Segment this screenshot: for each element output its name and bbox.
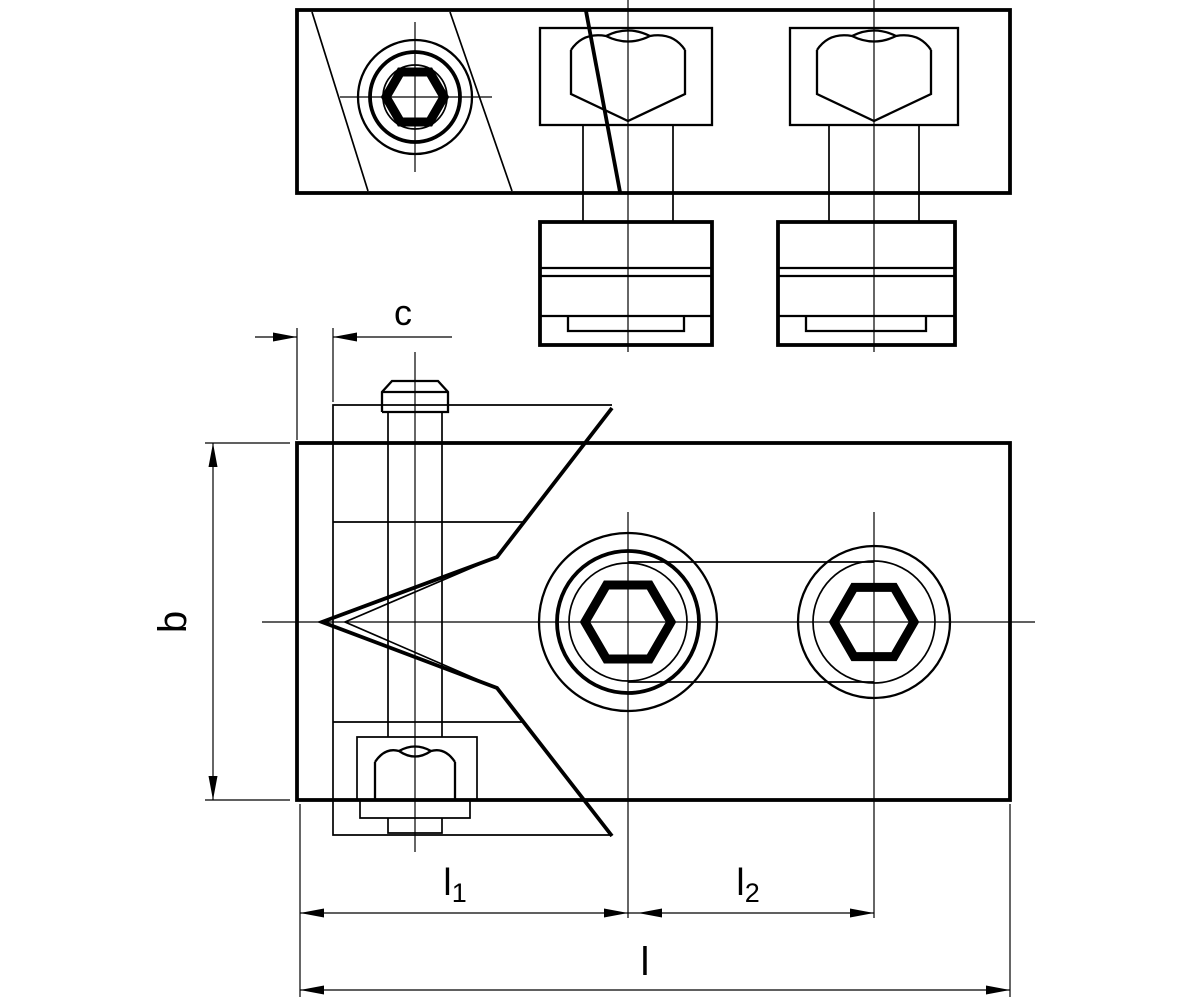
bolt-shank-lines <box>828 125 920 222</box>
t-nut-detail-lines <box>540 266 712 333</box>
dimension-label-b: b <box>151 611 195 633</box>
v-groove-edges <box>316 406 614 838</box>
hex-bolt-recess-left <box>538 26 714 222</box>
dimension-label-c: c <box>394 292 412 333</box>
stud-head <box>380 379 450 414</box>
screw-centerlines <box>340 22 492 172</box>
arrowhead <box>208 443 218 467</box>
hex-socket-icon-left <box>579 580 677 664</box>
front-view <box>295 379 1012 838</box>
dimension-b-lines <box>205 442 290 801</box>
dimension-l2: l2 <box>628 862 874 918</box>
dimension-l1-lines <box>299 804 628 997</box>
t-slot-nut-right <box>776 220 957 347</box>
arrowhead <box>604 908 628 918</box>
clamp-slanted-edge <box>584 10 622 193</box>
dimension-b: b <box>151 442 290 801</box>
bolt-shank-lines <box>582 125 674 222</box>
slot-and-socket-screws <box>537 531 952 713</box>
dimension-l1: l1 <box>299 804 628 997</box>
front-view-block-outline <box>295 441 1012 802</box>
bolt-recess-outline <box>538 26 714 127</box>
top-view <box>295 8 1012 347</box>
arrowhead <box>300 908 324 918</box>
centerlines <box>262 0 1035 918</box>
t-slot-nut-left <box>538 220 714 347</box>
arrowhead <box>986 985 1010 995</box>
wedge-surface-edge-lines <box>311 11 513 192</box>
arrowhead <box>333 332 357 342</box>
screw-head-circle-left <box>555 549 701 695</box>
stud-shank-lines <box>387 412 443 737</box>
clamping-stud <box>356 379 478 834</box>
hex-nut <box>373 745 457 800</box>
dimension-label-l: l <box>641 940 650 984</box>
arrowhead <box>850 908 874 918</box>
dimension-l: l <box>300 804 1011 997</box>
t-nut-outline <box>538 220 714 347</box>
top-view-block-outline <box>295 8 1012 195</box>
dimension-label-l1: l1 <box>443 862 466 908</box>
dimension-l-lines <box>300 804 1011 997</box>
stud-end-steps <box>359 800 471 834</box>
arrowhead <box>208 776 218 800</box>
screw-head-circle-right <box>796 544 952 700</box>
slot-end-circle-left <box>568 562 688 682</box>
counterbore-circle-left <box>537 531 719 713</box>
arrowhead <box>638 908 662 918</box>
t-nut-outline <box>776 220 957 347</box>
nut-housing-outline <box>356 736 478 800</box>
socket-screw-top-view <box>340 22 492 172</box>
dimension-c: c <box>255 292 452 440</box>
dimension-c-lines <box>255 328 452 440</box>
arrowhead <box>273 332 297 342</box>
slot-end-circle-right <box>812 560 936 684</box>
dimension-label-l2: l2 <box>736 862 759 908</box>
arrowhead <box>300 985 324 995</box>
t-nut-detail-lines <box>778 266 955 333</box>
hex-socket-icon-right <box>828 582 920 662</box>
sliding-jaw-outline <box>332 404 612 836</box>
